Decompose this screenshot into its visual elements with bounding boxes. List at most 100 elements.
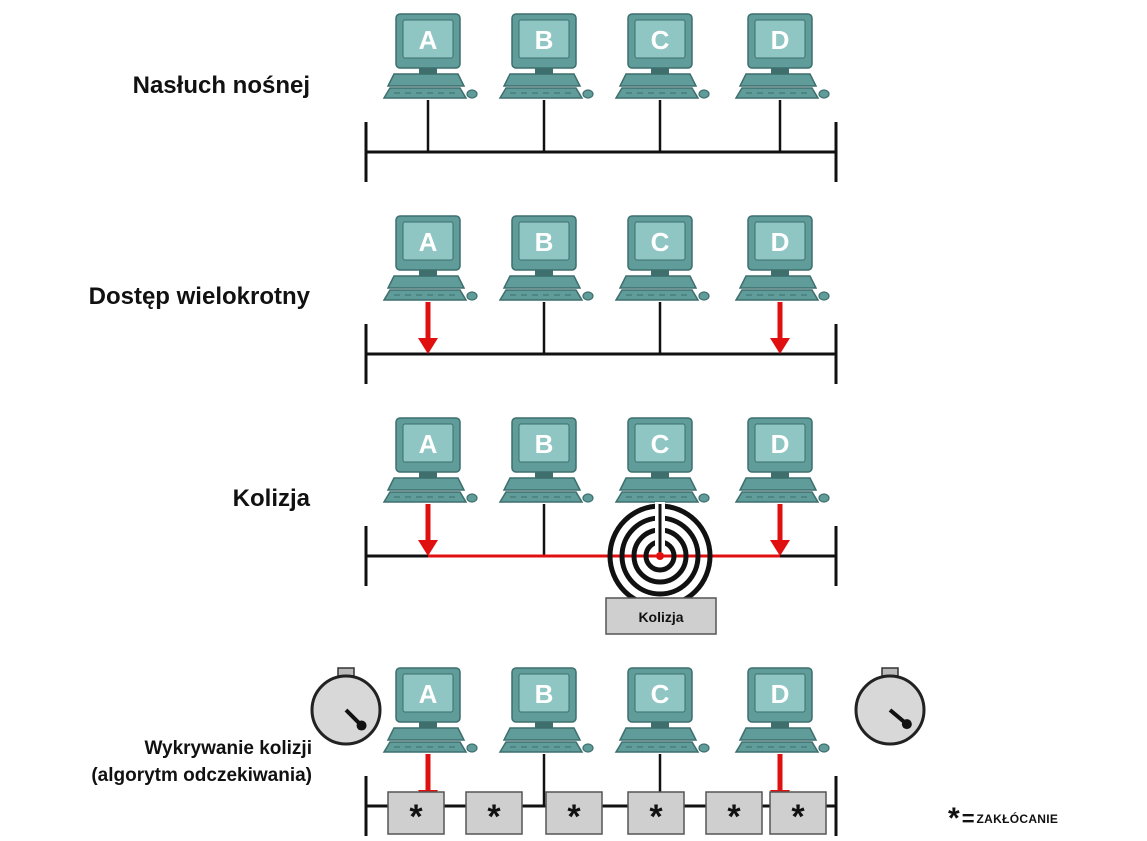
mouse <box>582 493 594 503</box>
computer-base <box>386 727 466 741</box>
stopwatch-hand-tip <box>356 720 367 731</box>
computer-icon-c: C <box>614 215 710 301</box>
monitor-neck <box>419 722 437 728</box>
computer-base <box>618 477 698 491</box>
monitor-screen <box>754 423 806 463</box>
legend-equals: = <box>961 806 975 831</box>
asterisk-icon: * <box>727 798 741 836</box>
monitor-neck <box>651 472 669 478</box>
station-letter: A <box>419 679 438 709</box>
monitor-neck <box>771 68 789 74</box>
monitor-screen <box>754 221 806 261</box>
computer-base <box>502 727 582 741</box>
keyboard <box>614 87 700 99</box>
mouse <box>818 291 830 301</box>
computer-icon-d: D <box>734 417 830 503</box>
row-label-multiple-access: Dostęp wielokrotny <box>88 283 310 310</box>
monitor-screen <box>754 19 806 59</box>
arrow-head <box>770 338 790 354</box>
monitor-neck <box>771 270 789 276</box>
asterisk-icon: * <box>791 798 805 836</box>
red-arrow-icon-d <box>770 302 790 354</box>
monitor-screen <box>518 673 570 713</box>
monitor-screen <box>518 423 570 463</box>
computer-icon-a: A <box>382 667 478 753</box>
computer-base <box>386 275 466 289</box>
keyboard <box>734 491 820 503</box>
computer-base <box>618 275 698 289</box>
computer-icon-c: C <box>614 417 710 503</box>
mouse <box>698 743 710 753</box>
monitor-neck <box>535 68 553 74</box>
computer-base <box>502 73 582 87</box>
keyboard <box>498 87 584 99</box>
keyboard <box>498 289 584 301</box>
computer-base <box>502 477 582 491</box>
computer-icon-c: C <box>614 13 710 99</box>
mouse <box>698 291 710 301</box>
arrow-head <box>418 338 438 354</box>
network-bus-row-1 <box>364 122 838 182</box>
computer-icon-b: B <box>498 13 594 99</box>
keyboard <box>382 491 468 503</box>
computer-icon-d: D <box>734 215 830 301</box>
collision-point <box>656 552 664 560</box>
red-arrow-icon-a <box>418 504 438 556</box>
computer-icon-a: A <box>382 215 478 301</box>
station-letter: C <box>651 679 670 709</box>
monitor-screen <box>754 673 806 713</box>
station-letter: C <box>651 25 670 55</box>
station-letter: D <box>771 25 790 55</box>
stopwatch-icon-right <box>854 667 926 746</box>
red-arrow-icon-d <box>770 504 790 556</box>
mouse <box>582 89 594 99</box>
mouse <box>818 89 830 99</box>
monitor-screen <box>634 673 686 713</box>
row-label-collision: Kolizja <box>232 485 310 512</box>
keyboard <box>614 741 700 753</box>
computer-icon-a: A <box>382 417 478 503</box>
computer-icon-b: B <box>498 215 594 301</box>
row-label-collision-detection-line2: (algorytm odczekiwania) <box>91 765 312 786</box>
row-label-collision-detection: Wykrywanie kolizji (algorytm odczekiwani… <box>0 735 312 789</box>
keyboard <box>382 289 468 301</box>
keyboard <box>382 741 468 753</box>
monitor-neck <box>771 722 789 728</box>
monitor-screen <box>518 19 570 59</box>
row-label-carrier-sense: Nasłuch nośnej <box>132 72 310 99</box>
asterisk-icon: * <box>649 798 663 836</box>
stopwatch-icon-left <box>310 667 382 746</box>
network-bus-row-2 <box>364 324 838 384</box>
mouse <box>582 291 594 301</box>
monitor-screen <box>402 423 454 463</box>
mouse <box>466 89 478 99</box>
station-letter: B <box>535 227 554 257</box>
jam-block <box>627 791 685 835</box>
monitor-neck <box>651 68 669 74</box>
station-letter: C <box>651 429 670 459</box>
keyboard <box>498 741 584 753</box>
computer-icon-c: C <box>614 667 710 753</box>
collision-box-label: Kolizja <box>638 609 683 625</box>
keyboard <box>498 491 584 503</box>
keyboard <box>734 289 820 301</box>
computer-base <box>738 477 818 491</box>
mouse <box>582 743 594 753</box>
mouse <box>698 89 710 99</box>
computer-base <box>738 727 818 741</box>
computer-base <box>618 73 698 87</box>
keyboard <box>614 491 700 503</box>
computer-icon-b: B <box>498 667 594 753</box>
computer-base <box>386 477 466 491</box>
mouse <box>466 493 478 503</box>
asterisk-icon: * <box>487 798 501 836</box>
jam-block <box>545 791 603 835</box>
jam-block <box>465 791 523 835</box>
computer-base <box>738 73 818 87</box>
legend-asterisk-icon: * <box>948 802 960 835</box>
computer-base <box>618 727 698 741</box>
keyboard <box>734 741 820 753</box>
stopwatch-hand-tip <box>901 719 912 730</box>
red-arrow-icon-a <box>418 302 438 354</box>
